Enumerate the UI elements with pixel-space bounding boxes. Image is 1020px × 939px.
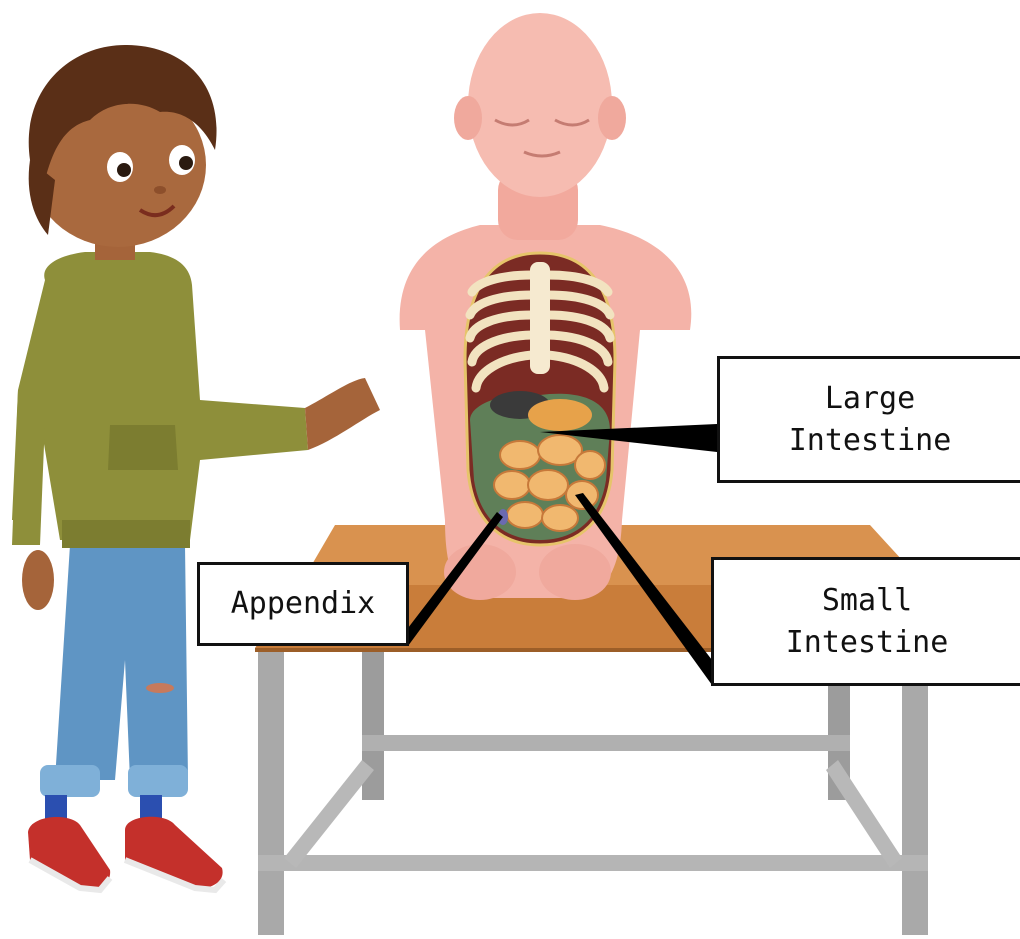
label-large-intestine-line2: Intestine [789, 420, 952, 462]
child-figure [12, 45, 380, 890]
label-small-intestine-line2: Intestine [786, 622, 949, 664]
label-large-intestine-line1: Large [789, 378, 952, 420]
torso-model [400, 13, 692, 600]
label-large-intestine: Large Intestine [717, 356, 1020, 483]
label-small-intestine-line1: Small [786, 580, 949, 622]
label-appendix-text: Appendix [231, 583, 376, 625]
label-small-intestine: Small Intestine [711, 557, 1020, 686]
label-appendix: Appendix [197, 562, 409, 646]
